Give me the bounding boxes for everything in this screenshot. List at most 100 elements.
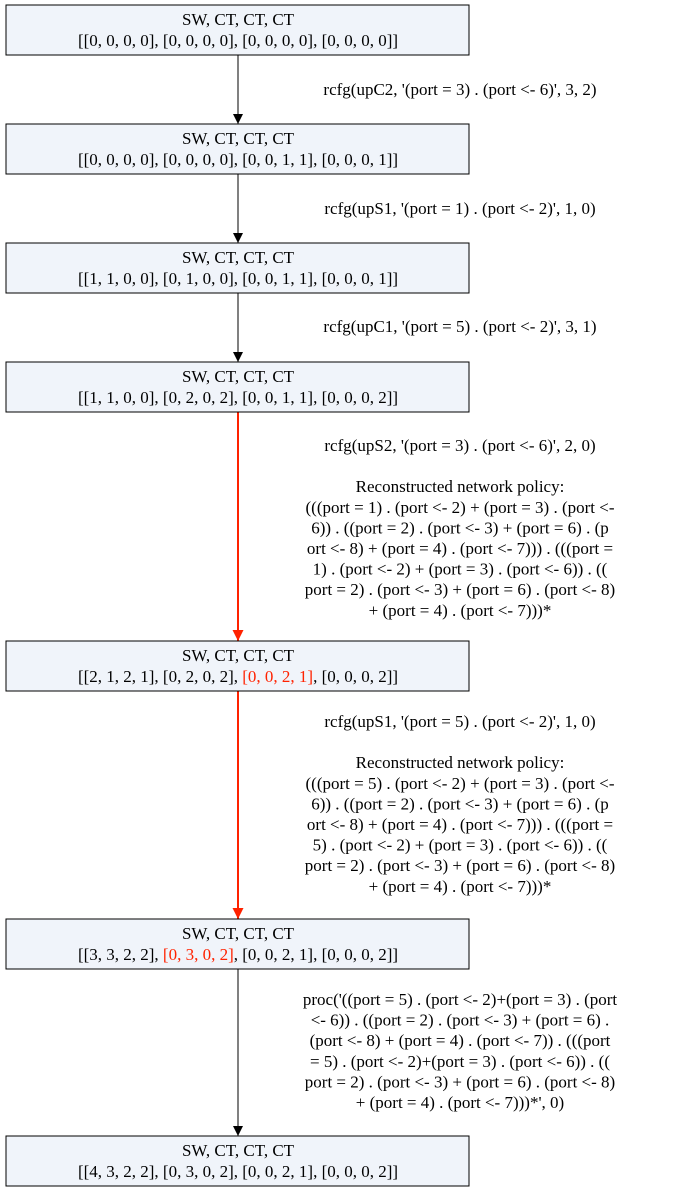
state-node-values: [[4, 3, 2, 2], [0, 3, 0, 2], [0, 0, 2, 1… — [78, 1162, 398, 1181]
state-node-box — [5, 1135, 470, 1187]
state-node-header: SW, CT, CT, CT — [182, 646, 295, 665]
counter-group: , — [234, 945, 243, 964]
edge-label-line: rcfg(upS1, '(port = 5) . (port <- 2)', 1… — [324, 712, 595, 731]
counter-group: [0, 0, 0, 0] — [163, 31, 234, 50]
edge-label-line: ort <- 8) + (port = 4) . (port <- 7))) .… — [307, 539, 613, 558]
state-node-box — [5, 640, 470, 692]
edge-6: proc('((port = 5) . (port <- 2)+(port = … — [233, 969, 618, 1136]
counter-group: , — [234, 1162, 243, 1181]
edge-3: rcfg(upC1, '(port = 5) . (port <- 2)', 3… — [233, 293, 597, 362]
edge-label: rcfg(upC1, '(port = 5) . (port <- 2)', 3… — [323, 317, 596, 336]
state-node-2: SW, CT, CT, CT [[0, 0, 0, 0], [0, 0, 0, 0… — [5, 123, 470, 175]
state-node-values: [[1, 1, 0, 0], [0, 1, 0, 0], [0, 0, 1, 1… — [78, 269, 398, 288]
state-node-1: SW, CT, CT, CT [[0, 0, 0, 0], [0, 0, 0, 0… — [5, 4, 470, 56]
edge-label-line: 6)) . ((port = 2) . (port <- 3) + (port … — [311, 794, 609, 813]
counter-group: , — [154, 1162, 163, 1181]
counter-group: [0, 2, 0, 2] — [163, 667, 234, 686]
state-node-header: SW, CT, CT, CT — [182, 129, 295, 148]
counter-group: , — [234, 667, 243, 686]
edge-label-line: 1) . (port <- 2) + (port = 3) . (port <-… — [313, 560, 608, 579]
counter-group: [0, 3, 0, 2] — [163, 1162, 234, 1181]
counter-group: , — [154, 945, 163, 964]
edges-layer: rcfg(upC2, '(port = 3) . (port <- 6)', 3… — [232, 55, 618, 1136]
edge-label-line: = 5) . (port <- 2)+(port = 3) . (port <-… — [310, 1052, 610, 1071]
edge-label-line: Reconstructed network policy: — [356, 477, 565, 496]
counter-group: [0, 2, 0, 2] — [163, 388, 234, 407]
edge-label: rcfg(upS1, '(port = 1) . (port <- 2)', 1… — [324, 199, 595, 218]
edge-label-line: port = 2) . (port <- 3) + (port = 6) . (… — [305, 856, 615, 875]
edge-label-line: 6)) . ((port = 2) . (port <- 3) + (port … — [311, 518, 609, 537]
edge-label-line: (((port = 1) . (port <- 2) + (port = 3) … — [306, 498, 615, 517]
counter-group: [0, 0, 0, 1]] — [322, 150, 398, 169]
edge-label-line: proc('((port = 5) . (port <- 2)+(port = … — [303, 990, 618, 1009]
counter-group: [0, 0, 0, 2]] — [322, 1162, 398, 1181]
edge-label-line: ort <- 8) + (port = 4) . (port <- 7))) .… — [307, 815, 613, 834]
highlighted-counter-group: [0, 0, 2, 1] — [242, 667, 313, 686]
edge-label: rcfg(upS1, '(port = 5) . (port <- 2)', 1… — [305, 712, 615, 896]
counter-group: [0, 0, 0, 1]] — [322, 269, 398, 288]
edge-label-line: port = 2) . (port <- 3) + (port = 6) . (… — [305, 1072, 615, 1091]
counter-group: , — [313, 150, 322, 169]
state-node-box — [5, 123, 470, 175]
state-node-header: SW, CT, CT, CT — [182, 248, 295, 267]
counter-group: [[1, 1, 0, 0] — [78, 269, 154, 288]
counter-group: , — [234, 269, 243, 288]
edge-label-line: Reconstructed network policy: — [356, 753, 565, 772]
counter-group: , — [313, 1162, 322, 1181]
state-node-header: SW, CT, CT, CT — [182, 10, 295, 29]
state-node-header: SW, CT, CT, CT — [182, 367, 295, 386]
counter-group: , — [154, 269, 163, 288]
state-node-values: [[3, 3, 2, 2], [0, 3, 0, 2], [0, 0, 2, 1… — [78, 945, 398, 964]
state-node-6: SW, CT, CT, CT [[3, 3, 2, 2], [0, 3, 0, 2… — [5, 918, 470, 970]
counter-group: [0, 0, 2, 1] — [242, 1162, 313, 1181]
counter-group: [0, 0, 0, 2]] — [322, 388, 398, 407]
counter-group: [[3, 3, 2, 2] — [78, 945, 154, 964]
state-node-values: [[0, 0, 0, 0], [0, 0, 0, 0], [0, 0, 1, 1… — [78, 150, 398, 169]
state-node-header: SW, CT, CT, CT — [182, 924, 295, 943]
edge-label-line: rcfg(upC2, '(port = 3) . (port <- 6)', 3… — [323, 80, 596, 99]
edge-label: proc('((port = 5) . (port <- 2)+(port = … — [303, 990, 618, 1112]
edge-1: rcfg(upC2, '(port = 3) . (port <- 6)', 3… — [233, 55, 597, 124]
counter-group: [[0, 0, 0, 0] — [78, 150, 154, 169]
edge-label-line: rcfg(upC1, '(port = 5) . (port <- 2)', 3… — [323, 317, 596, 336]
counter-group: , — [313, 269, 322, 288]
counter-group: [[4, 3, 2, 2] — [78, 1162, 154, 1181]
edge-label-line: (((port = 5) . (port <- 2) + (port = 3) … — [306, 774, 615, 793]
counter-group: [0, 0, 0, 0] — [242, 31, 313, 50]
counter-group: , — [313, 388, 322, 407]
edge-label-line: <- 6)) . ((port = 2) . (port <- 3) + (po… — [311, 1011, 610, 1030]
edge-label-line: + (port = 4) . (port <- 7)))* — [369, 601, 552, 620]
counter-group: , — [234, 150, 243, 169]
counter-group: [0, 1, 0, 0] — [163, 269, 234, 288]
state-node-box — [5, 361, 470, 413]
counter-group: [0, 0, 0, 0] — [163, 150, 234, 169]
edge-2: rcfg(upS1, '(port = 1) . (port <- 2)', 1… — [233, 174, 596, 243]
state-node-box — [5, 4, 470, 56]
counter-group: , — [313, 31, 322, 50]
edge-5: rcfg(upS1, '(port = 5) . (port <- 2)', 1… — [232, 691, 615, 919]
edge-4: rcfg(upS2, '(port = 3) . (port <- 6)', 2… — [232, 412, 615, 641]
counter-group: , — [154, 388, 163, 407]
edge-label: rcfg(upC2, '(port = 3) . (port <- 6)', 3… — [323, 80, 596, 99]
state-node-5: SW, CT, CT, CT [[2, 1, 2, 1], [0, 2, 0, 2… — [5, 640, 470, 692]
state-node-4: SW, CT, CT, CT[[1, 1, 0, 0], [0, 2, 0, 2… — [5, 361, 470, 413]
counter-group: [[0, 0, 0, 0] — [78, 31, 154, 50]
counter-group: , — [234, 388, 243, 407]
edge-label-line: + (port = 4) . (port <- 7)))*', 0) — [356, 1093, 564, 1112]
counter-group: [0, 0, 1, 1] — [242, 150, 313, 169]
edge-label-line: + (port = 4) . (port <- 7)))* — [369, 877, 552, 896]
counter-group: [0, 0, 2, 1] — [242, 945, 313, 964]
counter-group: , — [154, 667, 163, 686]
state-node-3: SW, CT, CT, CT [[1, 1, 0, 0], [0, 1, 0, 0… — [5, 242, 470, 294]
counter-group: [0, 0, 0, 2]] — [322, 945, 398, 964]
counter-group: , — [313, 667, 322, 686]
counter-group: [0, 0, 0, 0]] — [322, 31, 398, 50]
counter-group: [[2, 1, 2, 1] — [78, 667, 154, 686]
counter-group: , — [234, 31, 243, 50]
edge-label-line: rcfg(upS2, '(port = 3) . (port <- 6)', 2… — [324, 436, 595, 455]
nodes-layer: SW, CT, CT, CT [[0, 0, 0, 0], [0, 0, 0, 0… — [5, 4, 470, 1187]
highlighted-counter-group: [0, 3, 0, 2] — [163, 945, 234, 964]
edge-label-line: rcfg(upS1, '(port = 1) . (port <- 2)', 1… — [324, 199, 595, 218]
counter-group: , — [313, 945, 322, 964]
state-node-values: [[2, 1, 2, 1], [0, 2, 0, 2], [0, 0, 2, 1… — [78, 667, 398, 686]
